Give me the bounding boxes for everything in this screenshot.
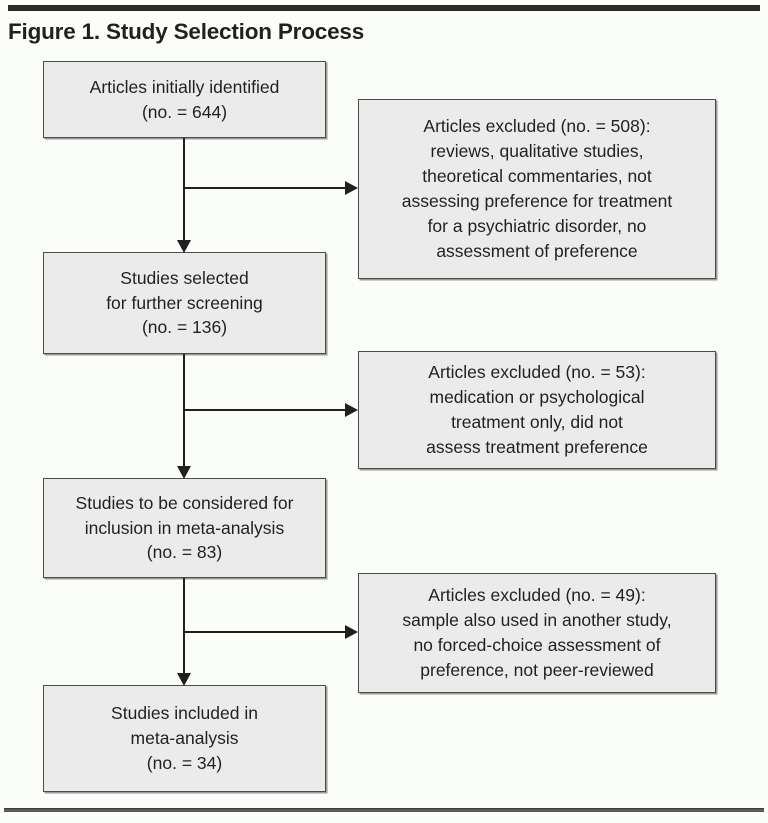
flow-node-excluded-2: Articles excluded (no. = 53): medication… xyxy=(358,351,716,469)
connector-line-down-1 xyxy=(183,138,186,246)
flow-node-excluded-3: Articles excluded (no. = 49): sample als… xyxy=(358,573,716,693)
arrow-down-icon xyxy=(176,466,191,479)
connector-line-right-2 xyxy=(184,409,348,412)
connector-line-right-1 xyxy=(184,187,348,190)
arrow-down-icon xyxy=(176,673,191,686)
flow-node-label: Studies to be considered for inclusion i… xyxy=(75,492,294,563)
connector-line-down-2 xyxy=(183,354,186,472)
flow-node-label: Articles excluded (no. = 508): reviews, … xyxy=(401,116,673,261)
flow-node-label: Studies included in meta-analysis (no. =… xyxy=(111,703,258,773)
flow-node-label: Studies selected for further screening (… xyxy=(106,267,263,338)
flow-node-label: Articles excluded (no. = 49): sample als… xyxy=(402,585,672,680)
top-rule xyxy=(8,5,760,11)
flow-node-studies-selected: Studies selected for further screening (… xyxy=(43,252,326,354)
flow-node-excluded-1: Articles excluded (no. = 508): reviews, … xyxy=(358,99,716,279)
connector-line-down-3 xyxy=(183,578,186,679)
arrow-right-icon xyxy=(345,181,358,195)
arrow-right-icon xyxy=(345,625,358,639)
flow-node-label: Articles initially identified (no. = 644… xyxy=(89,76,280,122)
flow-node-label: Articles excluded (no. = 53): medication… xyxy=(426,362,648,457)
flow-node-studies-considered: Studies to be considered for inclusion i… xyxy=(43,478,326,578)
arrow-right-icon xyxy=(345,403,358,417)
flow-node-studies-included: Studies included in meta-analysis (no. =… xyxy=(43,685,326,792)
figure-title: Figure 1. Study Selection Process xyxy=(8,19,365,44)
bottom-rule xyxy=(4,808,764,812)
connector-line-right-3 xyxy=(184,631,348,634)
flow-node-articles-identified: Articles initially identified (no. = 644… xyxy=(43,61,326,138)
arrow-down-icon xyxy=(176,240,191,253)
